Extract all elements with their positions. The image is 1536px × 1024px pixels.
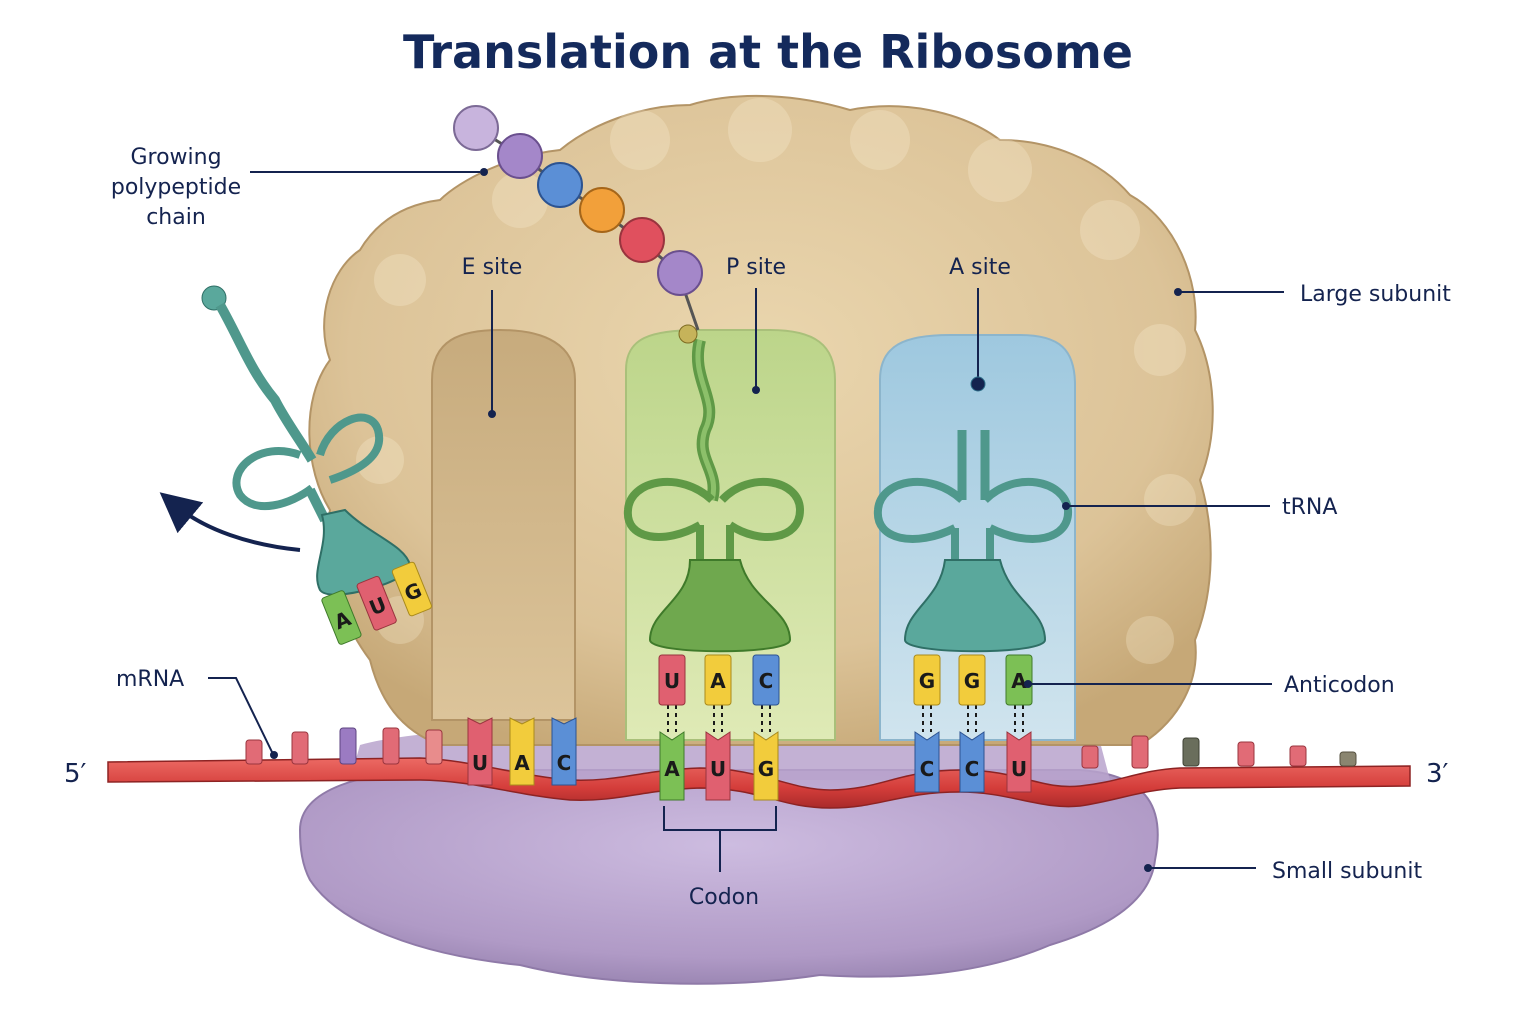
mrna-base: U — [1011, 757, 1027, 781]
anticodon-base: A — [710, 669, 726, 693]
mrna-base: C — [557, 751, 572, 775]
small-subunit-label: Small subunit — [1272, 859, 1422, 884]
exiting-trna: A U G — [201, 285, 433, 645]
anticodon-base: A — [1011, 669, 1027, 693]
leader-lines — [208, 168, 1284, 872]
mrna-base: U — [710, 757, 726, 781]
codon-label: Codon — [689, 885, 759, 910]
anticodon-label: Anticodon — [1284, 673, 1395, 698]
large-subunit-label: Large subunit — [1300, 282, 1451, 307]
mrna-base: C — [920, 757, 935, 781]
mrna-codon-p: A U G — [659, 731, 779, 801]
a-site-trna: G G A — [873, 430, 1072, 706]
label-polypeptide: polypeptide — [111, 175, 241, 200]
anticodon-base: U — [664, 669, 680, 693]
label-chain: chain — [146, 205, 206, 230]
trna-label: tRNA — [1282, 495, 1337, 520]
e-site-label: E site — [462, 255, 523, 280]
exit-arrow — [159, 492, 301, 552]
five-prime-label: 5′ — [64, 759, 87, 789]
mrna-base: A — [664, 757, 680, 781]
mrna-codon-e: U A C — [467, 717, 577, 786]
mrna-label: mRNA — [116, 667, 184, 692]
a-site-label: A site — [949, 255, 1011, 280]
mrna-base: A — [514, 751, 530, 775]
growing-chain-label: Growing polypeptide chain — [111, 145, 241, 230]
polypeptide-chain — [453, 105, 703, 331]
e-site-pocket — [431, 328, 576, 721]
anticodon-base: G — [919, 669, 935, 693]
mrna-codon-a: C C U — [914, 731, 1032, 793]
mrna-base: C — [965, 757, 980, 781]
mrna-base: G — [758, 757, 774, 781]
mrna-base: U — [472, 751, 488, 775]
label-growing: Growing — [130, 145, 221, 170]
page-title: Translation at the Ribosome — [403, 25, 1133, 79]
p-site-label: P site — [726, 255, 786, 280]
p-site-trna: U A C — [623, 324, 805, 706]
anticodon-base: G — [964, 669, 980, 693]
three-prime-label: 3′ — [1426, 759, 1449, 789]
anticodon-base: C — [759, 669, 774, 693]
mrna-stubs — [245, 727, 1357, 769]
